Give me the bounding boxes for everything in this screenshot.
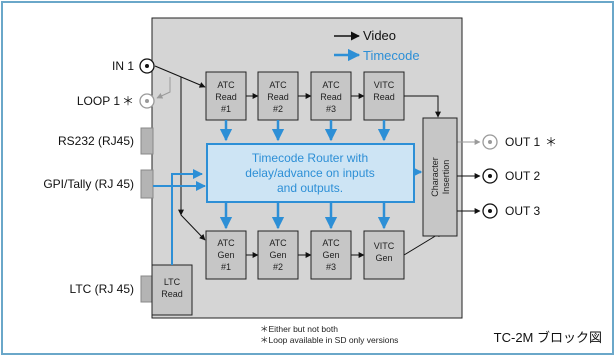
ltc-connector: [140, 275, 154, 303]
legend-timecode-label: Timecode: [363, 48, 420, 63]
atc-read-2-block: [257, 71, 299, 121]
read-1-line3: #1: [221, 104, 231, 114]
gen-3-line2: Gen: [322, 250, 339, 260]
gen-1-line3: #1: [221, 262, 231, 272]
out3-label: OUT 3: [505, 204, 540, 218]
legend-video-label: Video: [363, 28, 396, 43]
gpi-label: GPI/Tally (RJ 45): [43, 177, 134, 191]
router-line2: delay/advance on inputs: [245, 166, 374, 180]
timecode-router-block: [206, 143, 415, 203]
gpi-connector: [140, 169, 154, 199]
router-line3: and outputs.: [277, 181, 343, 195]
read-3-line2: Read: [320, 92, 342, 102]
loop1-bnc-icon: [139, 93, 155, 109]
video-in-to-read: [154, 65, 206, 88]
loop-out-line: [156, 77, 171, 99]
rs232-connector: [140, 127, 154, 155]
read-2-line1: ATC: [269, 80, 287, 90]
out1-asterisk: ＊: [545, 135, 557, 149]
ltc-line2: Read: [161, 289, 183, 299]
out1-bnc-icon: [482, 134, 498, 150]
out1-label: OUT 1: [505, 135, 540, 149]
ltc-line1: LTC: [164, 277, 181, 287]
read-4-line2: Read: [373, 92, 395, 102]
out2-bnc-icon: [482, 168, 498, 184]
read-block-labels: ATC Read #1 ATC Read #2 ATC Read #3 VITC…: [215, 80, 395, 114]
footnote-loop: ＊Loop available in SD only versions: [260, 335, 398, 345]
char-insertion-line2: Insertion: [441, 160, 451, 195]
read-1-line2: Read: [215, 92, 237, 102]
out2-label: OUT 2: [505, 169, 540, 183]
gen-2-line3: #2: [273, 262, 283, 272]
gen-block-labels: ATC Gen #1 ATC Gen #2 ATC Gen #3 VITC Ge…: [217, 238, 394, 272]
diagram-title: TC-2M ブロック図: [494, 330, 602, 345]
footnote-either: ＊Either but not both: [260, 324, 338, 334]
loop1-label: LOOP 1: [77, 94, 120, 108]
rs232-label: RS232 (RJ45): [58, 134, 134, 148]
gen-3-line3: #3: [326, 262, 336, 272]
gen-1-line2: Gen: [217, 250, 234, 260]
tc-ltc-to-router: [171, 169, 203, 265]
read-to-char-insertion: [404, 95, 441, 118]
gen-4-line1: VITC: [374, 241, 395, 251]
atc-gen-3-block: [310, 230, 352, 280]
gen-4-line2: Gen: [375, 253, 392, 263]
char-insertion-line1: Character: [430, 157, 440, 197]
ltc-label: LTC (RJ 45): [70, 282, 134, 296]
read-2-line3: #2: [273, 104, 283, 114]
read-3-line3: #3: [326, 104, 336, 114]
atc-gen-2-block: [257, 230, 299, 280]
read-4-line1: VITC: [374, 80, 395, 90]
gen-2-line2: Gen: [269, 250, 286, 260]
atc-gen-1-block: [205, 230, 247, 280]
vitc-read-block: [363, 71, 405, 121]
read-3-line1: ATC: [322, 80, 340, 90]
gen-2-line1: ATC: [269, 238, 287, 248]
read-1-line1: ATC: [217, 80, 235, 90]
loop1-asterisk: ＊: [122, 94, 134, 108]
router-line1: Timecode Router with: [252, 151, 368, 165]
character-insertion-block: [422, 117, 458, 237]
read-2-line2: Read: [267, 92, 289, 102]
in1-label: IN 1: [112, 59, 134, 73]
vitc-gen-block: [363, 230, 405, 280]
out3-bnc-icon: [482, 203, 498, 219]
in1-bnc-icon: [139, 58, 155, 74]
atc-read-3-block: [310, 71, 352, 121]
gen-1-line1: ATC: [217, 238, 235, 248]
ltc-read-block: [151, 264, 193, 316]
gen-3-line1: ATC: [322, 238, 340, 248]
video-to-gen-bank: [180, 214, 206, 241]
